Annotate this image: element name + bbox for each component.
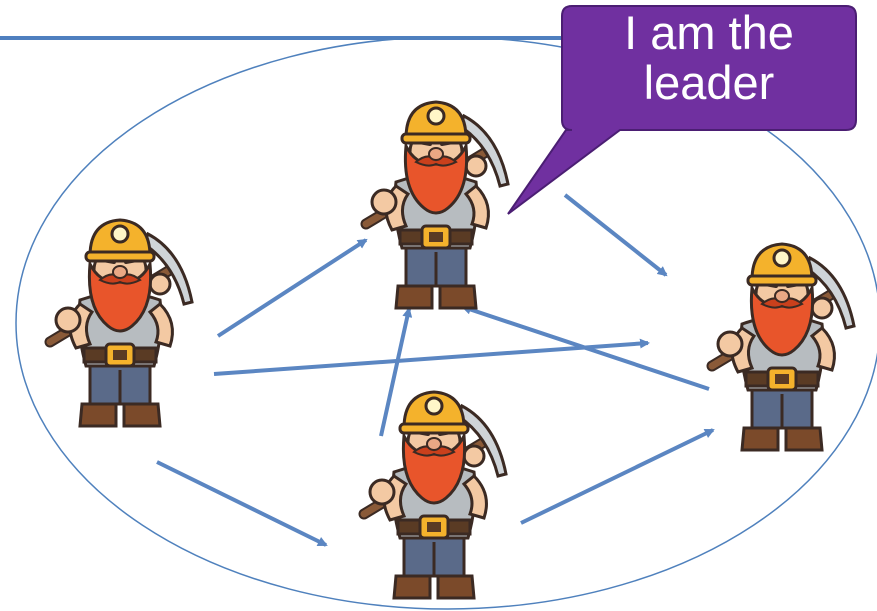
- miner-icon: [712, 244, 854, 450]
- arrow-bottom-to-leader: [379, 307, 413, 437]
- message-arrows: [156, 193, 715, 547]
- arrow-left-to-right: [213, 338, 650, 376]
- miner-icon: [366, 102, 508, 308]
- arrow-bottom-to-right: [520, 428, 715, 525]
- miner-icon: [50, 220, 192, 426]
- arrow-left-to-bottom: [156, 460, 328, 547]
- leader-callout: [507, 5, 857, 215]
- cluster-ellipse: [15, 36, 877, 610]
- arrow-right-to-leader: [461, 304, 710, 391]
- arrow-leader-to-right: [563, 193, 668, 277]
- callout-text: I am the leader: [566, 8, 852, 108]
- callout-line-2: leader: [643, 56, 775, 109]
- callout-line-1: I am the: [624, 6, 794, 59]
- arrow-left-to-leader: [216, 238, 368, 338]
